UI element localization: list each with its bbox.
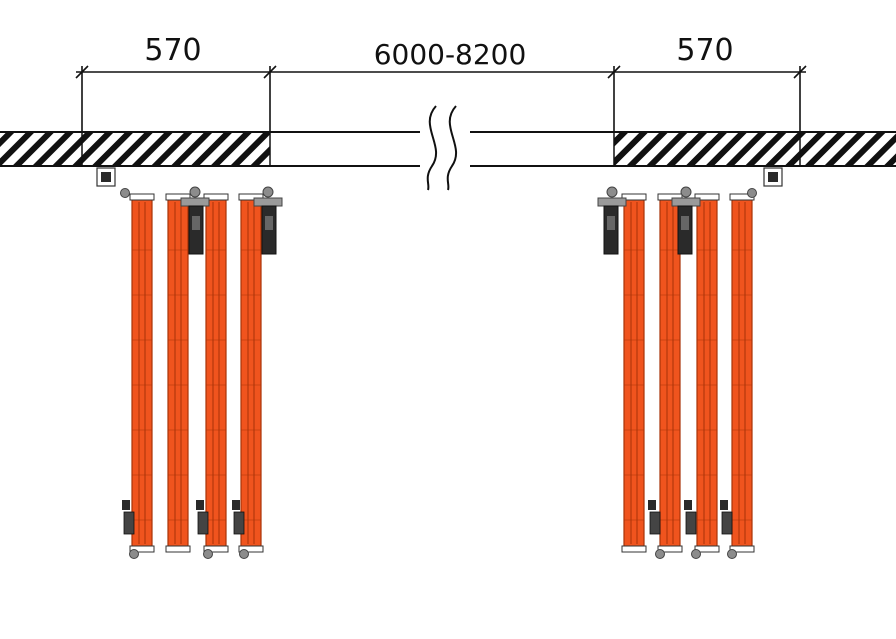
pivot-roller: [120, 188, 130, 198]
right-door-stack: [597, 167, 783, 559]
dimension-opening-label: 6000-8200: [374, 38, 527, 71]
bottom-roller: [203, 549, 213, 559]
panel-top-cap: [694, 193, 720, 201]
panel-top-cap: [203, 193, 229, 201]
panel-body: [623, 197, 645, 549]
top-carriage: [253, 197, 283, 207]
panel-top-cap: [165, 193, 191, 201]
top-roller: [606, 186, 618, 198]
panel-body: [731, 197, 753, 549]
bottom-guide: [233, 511, 245, 535]
bottom-lock: [232, 500, 240, 510]
left-door-panel-2: [165, 193, 191, 553]
pivot-roller: [747, 188, 757, 198]
panel-bottom-cap: [238, 545, 264, 553]
dimension-right-label: 570: [676, 33, 733, 68]
wall-bracket-bolt: [101, 172, 111, 182]
dimension-lines: [75, 65, 807, 166]
top-roller: [680, 186, 692, 198]
panel-bottom-cap: [694, 545, 720, 553]
panel-bottom-cap: [203, 545, 229, 553]
bottom-roller: [129, 549, 139, 559]
panel-body: [167, 197, 189, 549]
panel-body: [240, 197, 262, 549]
wall-hatch-right: [614, 132, 896, 166]
panel-top-cap: [238, 193, 264, 201]
dimension-left-label: 570: [144, 33, 201, 68]
bottom-guide: [685, 511, 697, 535]
wall-bracket-bolt: [768, 172, 778, 182]
hanger-slot: [192, 216, 200, 230]
right-door-panel-4: [729, 193, 755, 553]
left-door-stack: [96, 167, 283, 559]
hanger-slot: [265, 216, 273, 230]
hanger-slot: [607, 216, 615, 230]
left-door-panel-3: [203, 193, 229, 553]
left-door-panel-4: [238, 193, 264, 553]
bottom-lock: [122, 500, 130, 510]
panel-bottom-cap: [165, 545, 191, 553]
break-symbol: [420, 105, 470, 191]
bottom-guide: [197, 511, 209, 535]
bottom-guide: [123, 511, 135, 535]
panel-bottom-cap: [729, 545, 755, 553]
bottom-guide: [649, 511, 661, 535]
bottom-lock: [648, 500, 656, 510]
panel-top-cap: [657, 193, 683, 201]
panel-body: [659, 197, 681, 549]
bottom-roller: [691, 549, 701, 559]
top-carriage: [180, 197, 210, 207]
top-roller: [262, 186, 274, 198]
right-door-panel-3: [694, 193, 720, 553]
panel-top-cap: [129, 193, 155, 201]
bottom-roller: [239, 549, 249, 559]
right-door-panel-2: [657, 193, 683, 553]
right-door-panel-1: [621, 193, 647, 553]
left-door-panel-1: [129, 193, 155, 553]
panel-bottom-cap: [621, 545, 647, 553]
top-carriage: [671, 197, 701, 207]
bottom-lock: [720, 500, 728, 510]
panel-body: [131, 197, 153, 549]
top-roller: [189, 186, 201, 198]
bottom-lock: [196, 500, 204, 510]
top-carriage: [597, 197, 627, 207]
bottom-roller: [727, 549, 737, 559]
panel-body: [205, 197, 227, 549]
panel-bottom-cap: [129, 545, 155, 553]
panel-bottom-cap: [657, 545, 683, 553]
panel-body: [696, 197, 718, 549]
panel-top-cap: [621, 193, 647, 201]
bottom-guide: [721, 511, 733, 535]
bottom-lock: [684, 500, 692, 510]
bottom-roller: [655, 549, 665, 559]
wall-hatch-left: [0, 132, 270, 166]
hanger-slot: [681, 216, 689, 230]
